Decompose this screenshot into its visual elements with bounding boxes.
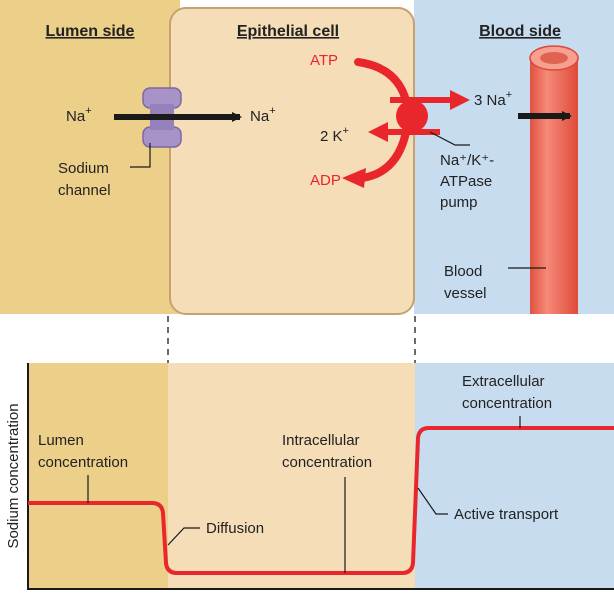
top-panel: Lumen side Epithelial cell Blood side Na… bbox=[0, 0, 614, 315]
y-axis-label: Sodium concentration bbox=[5, 403, 22, 548]
k-count-label: 2 K+ bbox=[320, 125, 349, 145]
blood-vessel-icon bbox=[529, 45, 579, 314]
blood-region bbox=[414, 0, 614, 314]
channel-leader-line bbox=[130, 143, 151, 168]
sodium-channel-icon bbox=[114, 87, 200, 148]
lumen-side-header: Lumen side bbox=[46, 23, 135, 40]
active-transport-label: Active transport bbox=[454, 506, 559, 523]
pump-leader-line bbox=[429, 131, 470, 146]
cell-zone bbox=[168, 363, 415, 588]
diffusion-leader-line bbox=[167, 527, 200, 546]
epithelial-cell-header: Epithelial cell bbox=[237, 23, 339, 40]
na-left-label: Na+ bbox=[66, 105, 92, 125]
lumen-zone bbox=[28, 363, 168, 588]
active-transport-leader-line bbox=[417, 487, 448, 515]
sodium-concentration-curve bbox=[28, 426, 614, 575]
adp-arrowhead bbox=[342, 168, 366, 188]
blood-side-header: Blood side bbox=[479, 23, 561, 40]
atpase-pump-icon bbox=[396, 100, 428, 132]
k-in-arrowhead bbox=[368, 122, 388, 142]
na-count-label: 3 Na+ bbox=[474, 89, 512, 109]
epithelial-cell bbox=[169, 7, 415, 315]
blood-zone bbox=[415, 363, 614, 588]
na-out-arrowhead bbox=[450, 90, 470, 110]
diffusion-label: Diffusion bbox=[206, 520, 264, 537]
atp-label: ATP bbox=[310, 52, 338, 69]
na-right-label: Na+ bbox=[250, 105, 276, 125]
adp-label: ADP bbox=[310, 172, 341, 189]
lumen-region bbox=[0, 0, 170, 314]
